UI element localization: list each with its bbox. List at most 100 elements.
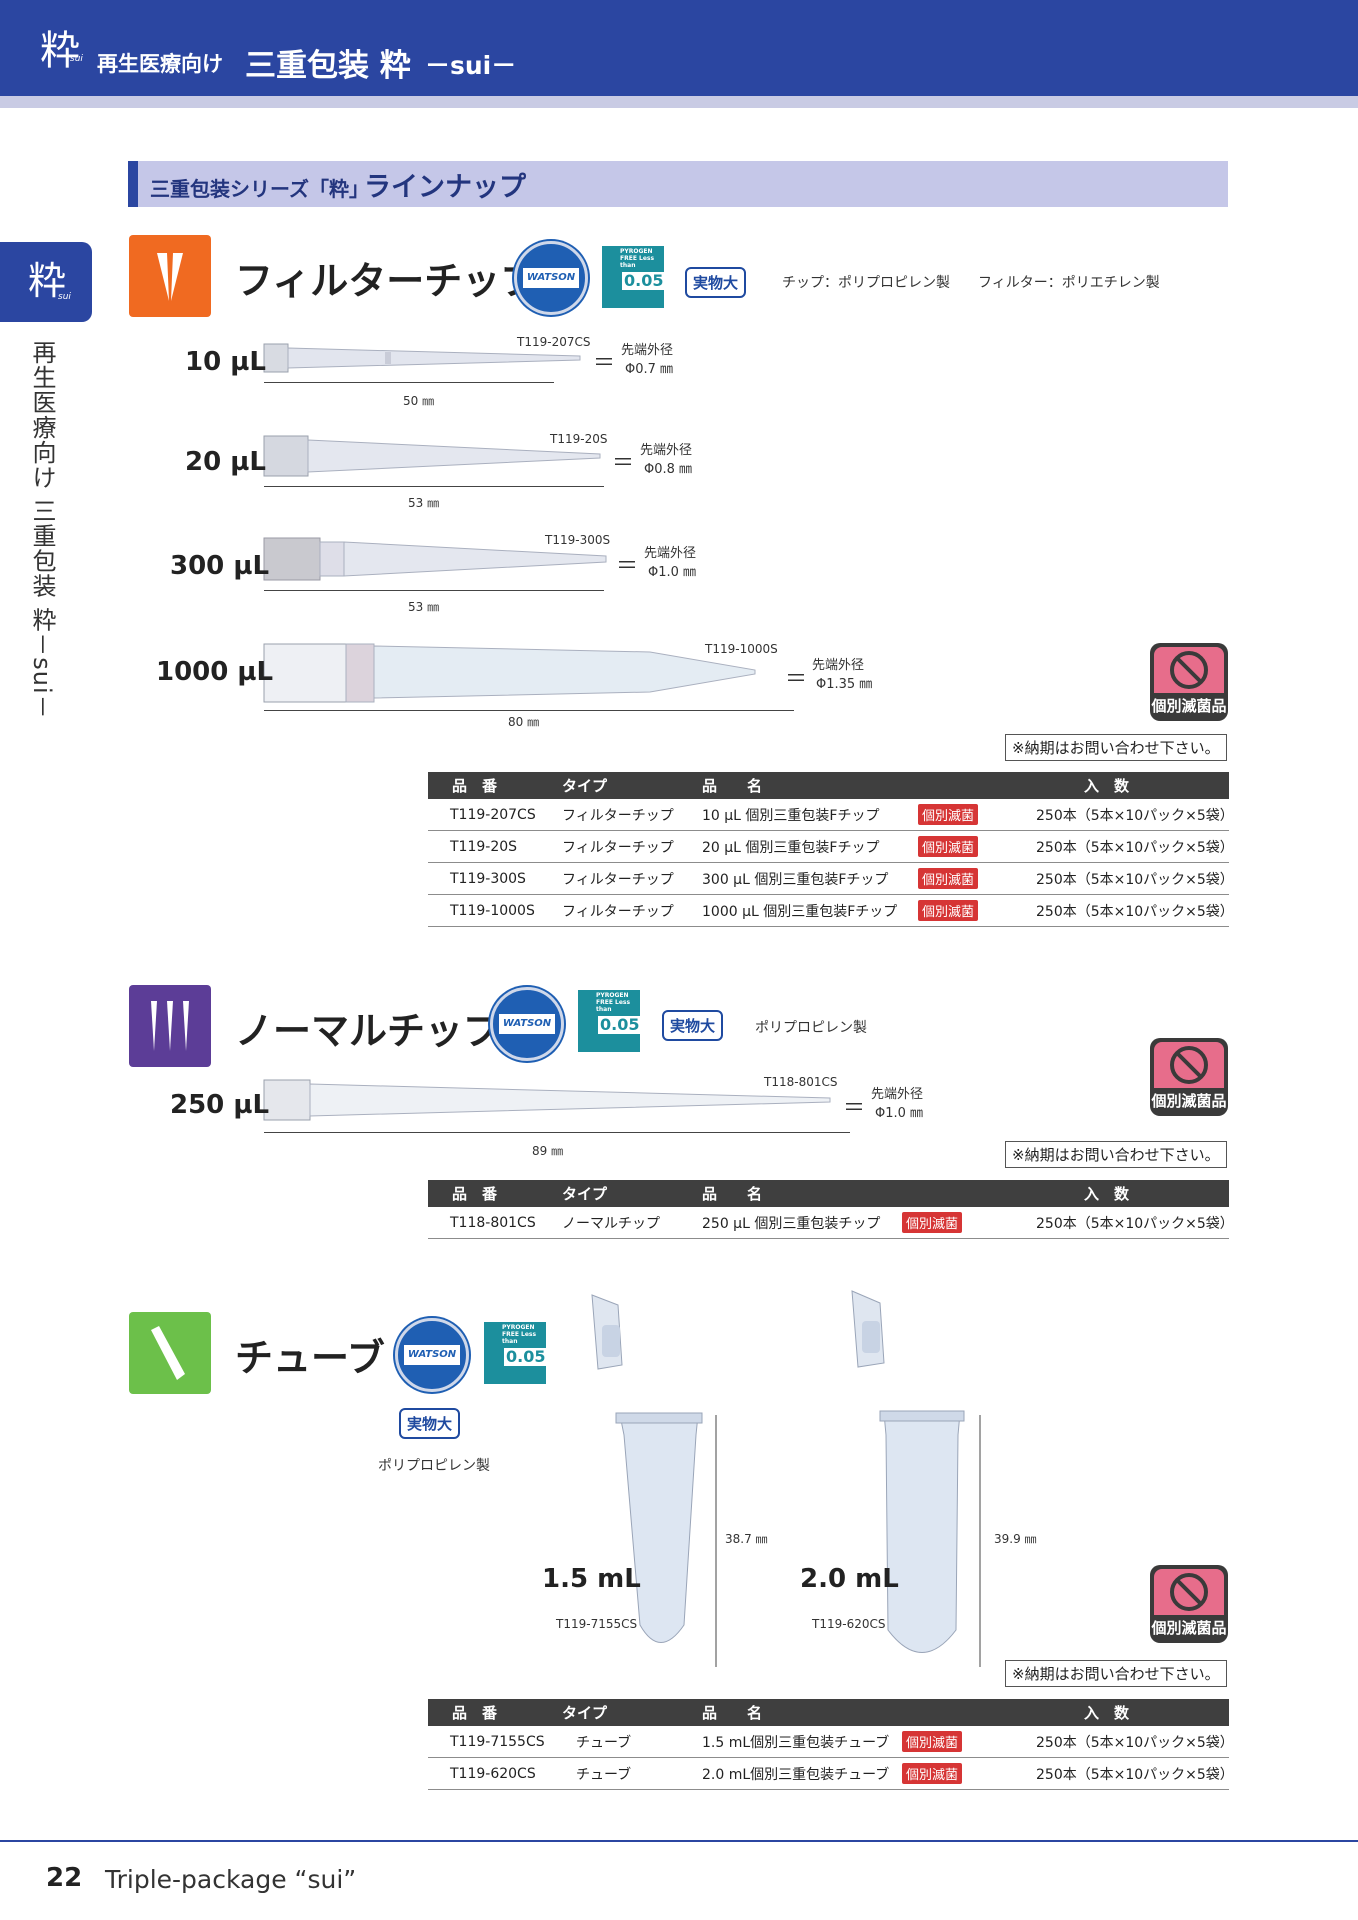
header-logo-sub: sui bbox=[70, 54, 83, 64]
header-bar bbox=[0, 0, 1358, 96]
pyrogen-free-badge: PYROGEN FREE Less than 0.05 bbox=[484, 1322, 548, 1384]
header-subtitle: 再生医療向け bbox=[97, 52, 223, 76]
sterile-tag: 個別滅菌 bbox=[902, 1731, 963, 1752]
tip-code: T119-1000S bbox=[705, 642, 778, 656]
actual-size-badge: 実物大 bbox=[399, 1408, 461, 1439]
tip-length: 89 ㎜ bbox=[532, 1144, 564, 1158]
tube-drawings bbox=[591, 1290, 981, 1667]
actual-size-badge: 実物大 bbox=[685, 267, 747, 298]
tip-volume: 10 µL bbox=[185, 347, 266, 377]
section-banner bbox=[128, 161, 1228, 207]
watson-seal-icon: WATSON bbox=[395, 1318, 469, 1392]
tip-volume: 1000 µL bbox=[156, 657, 274, 687]
equals-sign: ＝ bbox=[616, 554, 639, 579]
tip-length: 53 ㎜ bbox=[408, 600, 440, 614]
sterile-badge: 個別滅菌品 bbox=[1150, 1038, 1228, 1116]
th-type: タイプ bbox=[562, 1180, 702, 1207]
tube-height: 39.9 ㎜ bbox=[994, 1532, 1037, 1546]
footer-line bbox=[0, 1840, 1358, 1842]
th-type: タイプ bbox=[562, 1699, 702, 1726]
tip-volume: 250 µL bbox=[170, 1090, 270, 1120]
normal-tip-material: ポリプロピレン製 bbox=[755, 1020, 867, 1036]
sterile-tag: 個別滅菌 bbox=[918, 836, 979, 857]
equals-sign: ＝ bbox=[843, 1096, 866, 1121]
tube-code: T119-7155CS bbox=[556, 1617, 638, 1631]
watson-seal-icon: WATSON bbox=[490, 987, 564, 1061]
tip-code: T119-20S bbox=[550, 432, 608, 446]
inquiry-note: ※納期はお問い合わせ下さい。 bbox=[1005, 1141, 1227, 1168]
sterile-tag: 個別滅菌 bbox=[902, 1763, 963, 1784]
section-banner-accent bbox=[128, 161, 138, 207]
side-tab-logo-sub: sui bbox=[58, 292, 71, 302]
section-banner-series: 三重包装シリーズ「粋」 bbox=[150, 177, 369, 201]
header-title-sui: －sui－ bbox=[425, 51, 517, 80]
normal-tip-title: ノーマルチップ bbox=[235, 1009, 502, 1053]
th-type: タイプ bbox=[562, 772, 702, 799]
tube-2-0ml-drawing bbox=[851, 1290, 981, 1667]
tip-length: 50 ㎜ bbox=[403, 394, 435, 408]
tube-code: T119-620CS bbox=[812, 1617, 886, 1631]
th-qty: 入 数 bbox=[1024, 1699, 1229, 1726]
side-vertical-text: 再生医療向け 三重包装 粋－sui－ bbox=[28, 340, 56, 720]
th-qty: 入 数 bbox=[1024, 772, 1229, 799]
th-name: 品 名 bbox=[702, 1180, 1024, 1207]
page-title: Triple-package “sui” bbox=[105, 1865, 357, 1894]
tip-volume: 300 µL bbox=[170, 551, 270, 581]
normal-tip-drawing bbox=[263, 1079, 850, 1133]
page-number: 22 bbox=[46, 1863, 83, 1893]
section-banner-title: ラインナップ bbox=[364, 172, 526, 203]
tip-code: T119-207CS bbox=[517, 335, 591, 349]
filter-tip-material: チップ：ポリプロピレン製 フィルター：ポリエチレン製 bbox=[782, 275, 1160, 291]
tip-volume: 20 µL bbox=[185, 447, 266, 477]
sterile-tag: 個別滅菌 bbox=[918, 900, 979, 921]
th-name: 品 名 bbox=[702, 772, 1024, 799]
filter-tip-icon bbox=[129, 235, 211, 317]
th-code: 品 番 bbox=[428, 772, 562, 799]
tip-length: 53 ㎜ bbox=[408, 496, 440, 510]
th-code: 品 番 bbox=[428, 1180, 562, 1207]
tube-title: チューブ bbox=[235, 1336, 385, 1380]
inquiry-note: ※納期はお問い合わせ下さい。 bbox=[1005, 734, 1227, 761]
tip-20ul-drawing bbox=[263, 435, 604, 487]
tip-length: 80 ㎜ bbox=[508, 715, 540, 729]
tube-volume: 1.5 mL bbox=[542, 1564, 641, 1594]
tip-1000ul-drawing bbox=[263, 643, 794, 711]
tip-10ul-drawing bbox=[263, 343, 581, 383]
equals-sign: ＝ bbox=[785, 667, 808, 692]
header-title: 三重包装 粋 bbox=[245, 48, 411, 84]
pyrogen-free-badge: PYROGEN FREE Less than 0.05 bbox=[602, 246, 666, 308]
tip-code: T119-300S bbox=[545, 533, 611, 547]
filter-tip-drawings bbox=[263, 343, 794, 711]
sterile-tag: 個別滅菌 bbox=[918, 804, 979, 825]
tube-material: ポリプロピレン製 bbox=[378, 1458, 490, 1474]
header-logo: 粋 bbox=[40, 28, 80, 74]
tube-volume: 2.0 mL bbox=[800, 1564, 899, 1594]
sterile-tag: 個別滅菌 bbox=[902, 1212, 963, 1233]
tube-height: 38.7 ㎜ bbox=[725, 1532, 768, 1546]
equals-sign: ＝ bbox=[593, 351, 616, 376]
watson-seal-icon: WATSON bbox=[514, 241, 588, 315]
header-stripe bbox=[0, 96, 1358, 108]
tube-1-5ml-drawing bbox=[591, 1294, 717, 1667]
actual-size-badge: 実物大 bbox=[662, 1010, 724, 1041]
equals-sign: ＝ bbox=[612, 451, 635, 476]
sterile-badge: 個別滅菌品 bbox=[1150, 1565, 1228, 1643]
filter-tip-title: フィルターチップ bbox=[235, 259, 539, 303]
th-code: 品 番 bbox=[428, 1699, 562, 1726]
sterile-tag: 個別滅菌 bbox=[918, 868, 979, 889]
inquiry-note: ※納期はお問い合わせ下さい。 bbox=[1005, 1660, 1227, 1687]
